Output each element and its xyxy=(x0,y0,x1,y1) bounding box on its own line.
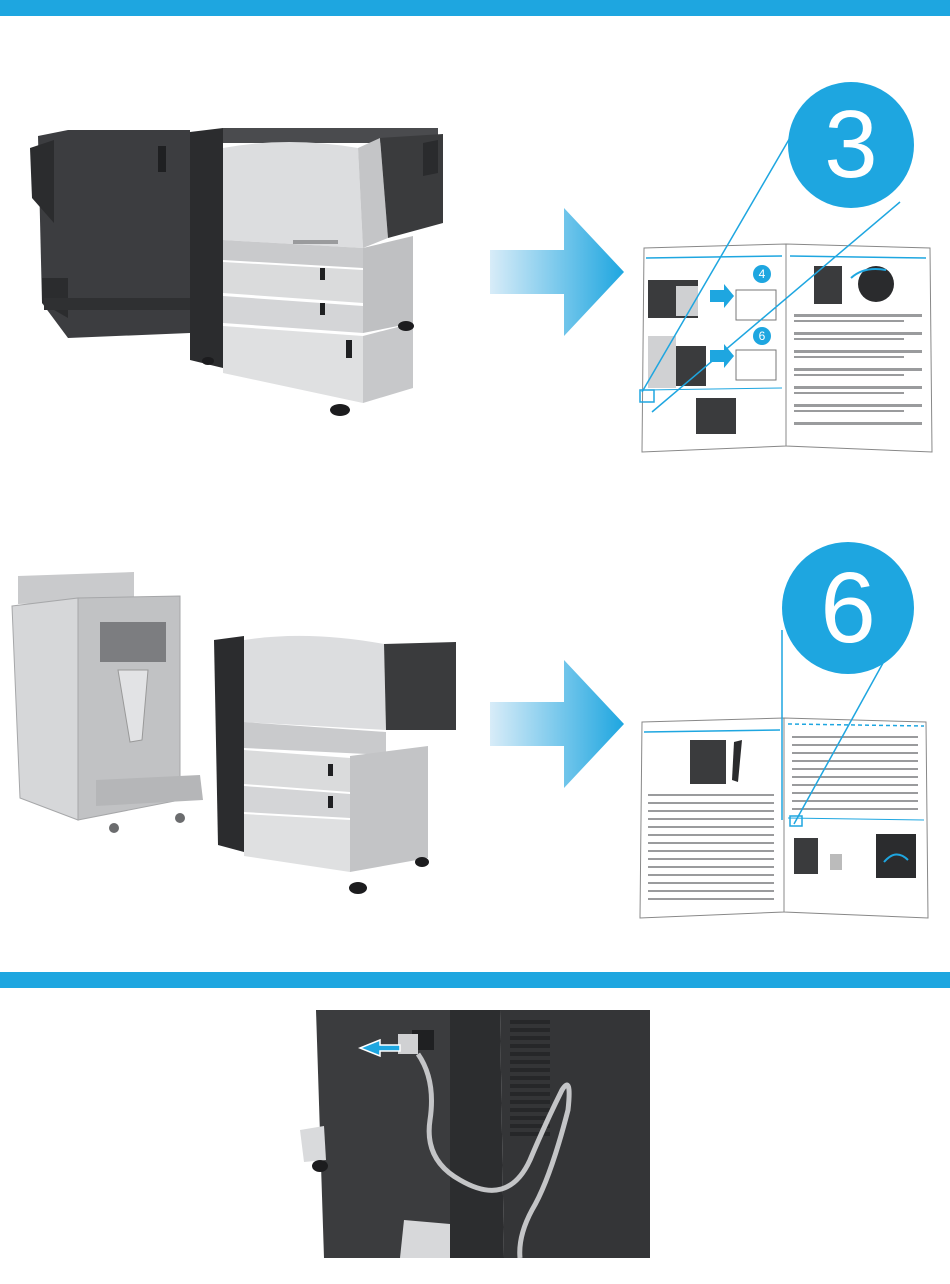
top-accent-bar xyxy=(0,0,950,16)
printer-with-stacker-illustration xyxy=(28,128,448,423)
section-divider-bar xyxy=(0,972,950,988)
arrow-right-icon xyxy=(490,660,630,788)
step-number-callout-6: 6 xyxy=(782,542,914,674)
step-number-callout-3: 3 xyxy=(788,82,914,208)
detached-stacker-and-printer-illustration xyxy=(8,570,464,900)
power-cord-unplug-icon xyxy=(300,1010,650,1258)
arrow-right-icon xyxy=(490,208,630,336)
